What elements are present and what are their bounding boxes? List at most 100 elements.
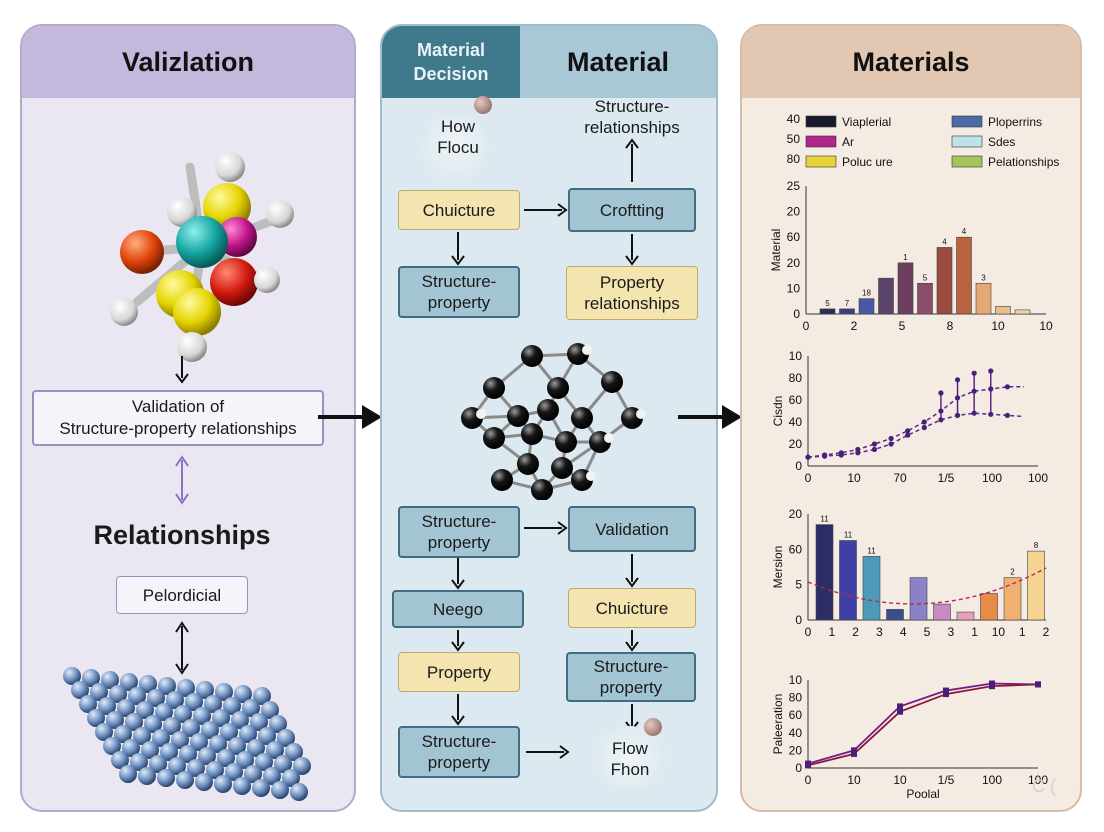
bar-data-label: 18: [862, 289, 871, 298]
structure-relationships-label: Structure- relationships: [584, 97, 680, 137]
lattice-sphere: [209, 735, 227, 753]
validation-of-structure-property-box: Validation of Structure-property relatio…: [32, 390, 324, 446]
relationships-heading: Relationships: [93, 520, 271, 550]
atom: [547, 377, 569, 399]
lattice-sphere: [206, 761, 224, 779]
lattice-sphere: [82, 669, 100, 687]
y-tick-label: 20: [789, 743, 803, 757]
data-point: [897, 703, 903, 710]
lattice-sphere: [174, 705, 192, 723]
lattice-sphere: [247, 739, 265, 757]
bar: [980, 593, 998, 621]
y-tick-label: 0: [795, 761, 802, 775]
bar: [1003, 577, 1022, 621]
data-point: [1004, 412, 1010, 418]
chuicture-box: Chuicture: [398, 190, 520, 230]
chuicture-box: Chuicture: [568, 588, 696, 628]
lattice-sphere: [136, 701, 154, 719]
materials-panel-title: Materials: [742, 26, 1080, 98]
bar: [862, 556, 881, 621]
lattice-sphere: [160, 743, 178, 761]
arrow-down-icon: [625, 554, 639, 588]
data-point: [822, 453, 828, 459]
bar-data-label: 5: [923, 273, 928, 282]
data-point: [905, 428, 911, 434]
legend-label: Sdes: [988, 135, 1015, 149]
lattice-sphere: [220, 723, 238, 741]
arrow-down-icon: [451, 630, 465, 652]
structure-property-box: Structure- property: [566, 652, 696, 702]
lattice-sphere: [166, 691, 184, 709]
data-point: [943, 687, 949, 694]
lattice-sphere: [261, 701, 279, 719]
y-tick-label: 10: [789, 349, 803, 363]
lattice-sphere: [98, 697, 116, 715]
x-tick-label: 10: [991, 319, 1005, 333]
y-axis-label: Cisdn: [771, 396, 785, 427]
data-point: [971, 370, 977, 376]
x-tick-label: 10: [893, 773, 907, 787]
arrow-right-icon: [678, 405, 742, 429]
x-tick-label: 0: [805, 773, 812, 787]
y-tick-label: 60: [789, 708, 803, 722]
lattice-sphere: [182, 719, 200, 737]
lattice-sphere: [285, 743, 303, 761]
y-tick-label: 20: [787, 256, 801, 270]
y-tick-label: 60: [787, 230, 801, 244]
property-box: Property: [398, 652, 520, 692]
lattice-sphere: [144, 715, 162, 733]
arrow-down-icon: [451, 232, 465, 266]
property-relationships-box: Property relationships: [566, 266, 698, 320]
lattice-sphere: [90, 683, 108, 701]
x-tick-label: 3: [947, 625, 954, 639]
data-point: [988, 368, 994, 374]
x-tick-label: 100: [1028, 773, 1048, 787]
lattice-sphere: [231, 711, 249, 729]
lattice-sphere: [269, 715, 287, 733]
x-tick-label: 2: [851, 319, 858, 333]
x-tick-label: 10: [992, 625, 1006, 639]
bar-data-label: 11: [867, 546, 876, 555]
crystal-lattice-illustration: [63, 667, 311, 801]
bar: [917, 282, 933, 315]
y-axis-label: Paleeration: [771, 694, 785, 755]
bar: [936, 247, 953, 315]
data-point: [1004, 384, 1010, 390]
lattice-sphere: [196, 681, 214, 699]
atom: [491, 469, 513, 491]
data-point: [871, 441, 878, 447]
legend-tick-label: 80: [787, 152, 801, 166]
y-axis-label: Mersion: [771, 546, 785, 589]
atom-icon: [644, 718, 662, 736]
lattice-sphere: [190, 733, 208, 751]
x-tick-label: 1: [1019, 625, 1026, 639]
x-tick-label: 5: [899, 319, 906, 333]
validation-panel: Valizlation: [20, 24, 356, 812]
y-tick-label: 60: [789, 542, 803, 556]
validation-box: Validation: [568, 506, 696, 552]
lattice-sphere: [119, 765, 137, 783]
x-tick-label: 5: [924, 625, 931, 639]
y-tick-label: 0: [795, 459, 802, 473]
lattice-sphere: [204, 695, 222, 713]
arrow-right-icon: [526, 745, 570, 759]
lattice-sphere: [95, 723, 113, 741]
lattice-sphere: [79, 695, 97, 713]
x-tick-label: 1/5: [938, 471, 955, 485]
lattice-sphere: [117, 699, 135, 717]
bar-data-label: 8: [1034, 541, 1039, 550]
bar: [1027, 550, 1045, 621]
bar: [839, 540, 857, 621]
lattice-sphere: [109, 685, 127, 703]
material-decision-tab[interactable]: Material Decision: [382, 26, 520, 98]
how-focu-label: How Flocu: [437, 117, 479, 157]
y-tick-label: 10: [789, 673, 803, 687]
x-tick-label: 1: [828, 625, 835, 639]
atom: [483, 377, 505, 399]
lattice-sphere: [185, 693, 203, 711]
x-tick-label: 1: [971, 625, 978, 639]
lattice-sphere: [103, 737, 121, 755]
neego-box: Neego: [392, 590, 524, 628]
bar: [956, 611, 975, 621]
lattice-sphere: [236, 751, 254, 769]
